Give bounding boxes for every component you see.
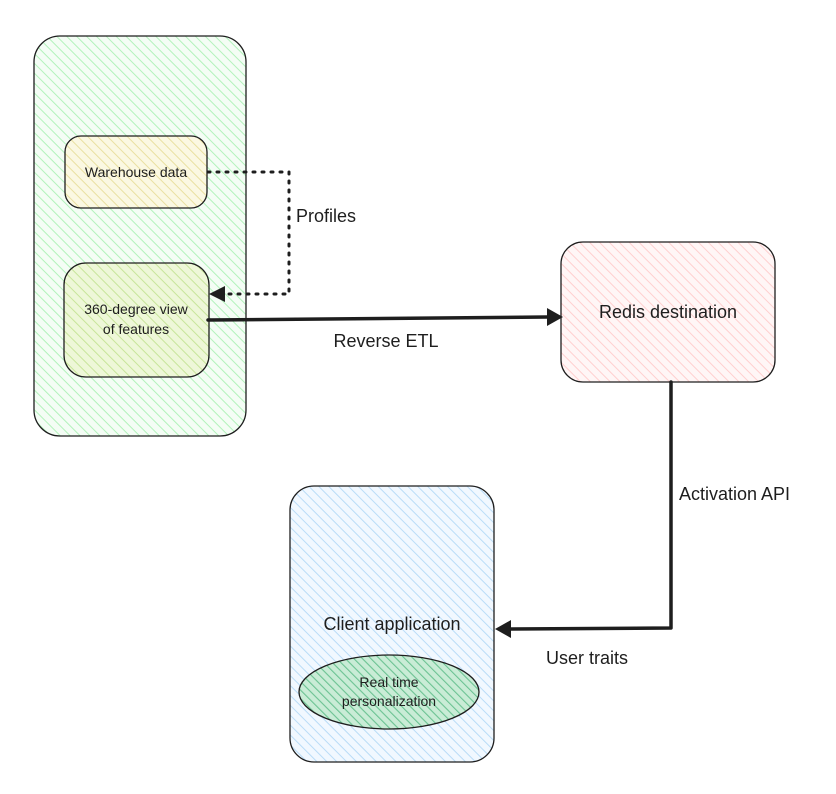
personalization-label-line2: personalization [342,693,436,709]
activation-api-edge: Activation API User traits [495,380,790,668]
features-view-node: 360-degree view of features [63,262,210,378]
reverse-etl-arrowhead-icon [547,308,563,326]
personalization-label-line1: Real time [359,674,418,690]
personalization-node: Real time personalization [298,654,480,730]
redis-destination-label: Redis destination [599,302,737,322]
user-traits-label: User traits [546,648,628,668]
redis-destination-node: Redis destination [560,241,776,383]
client-application-label: Client application [323,614,460,634]
warehouse-data-node: Warehouse data [64,135,208,209]
features-view-label-line2: of features [103,321,169,337]
features-view-label-line1: 360-degree view [84,301,188,317]
profiles-label: Profiles [296,206,356,226]
profiles-edge: Profiles [206,170,356,302]
warehouse-data-label: Warehouse data [85,164,187,180]
user-traits-arrowhead-icon [495,620,511,638]
activation-api-label: Activation API [679,484,790,504]
profiles-arrowhead-icon [209,286,225,302]
reverse-etl-label: Reverse ETL [333,331,438,351]
reverse-etl-edge: Reverse ETL [206,308,563,351]
